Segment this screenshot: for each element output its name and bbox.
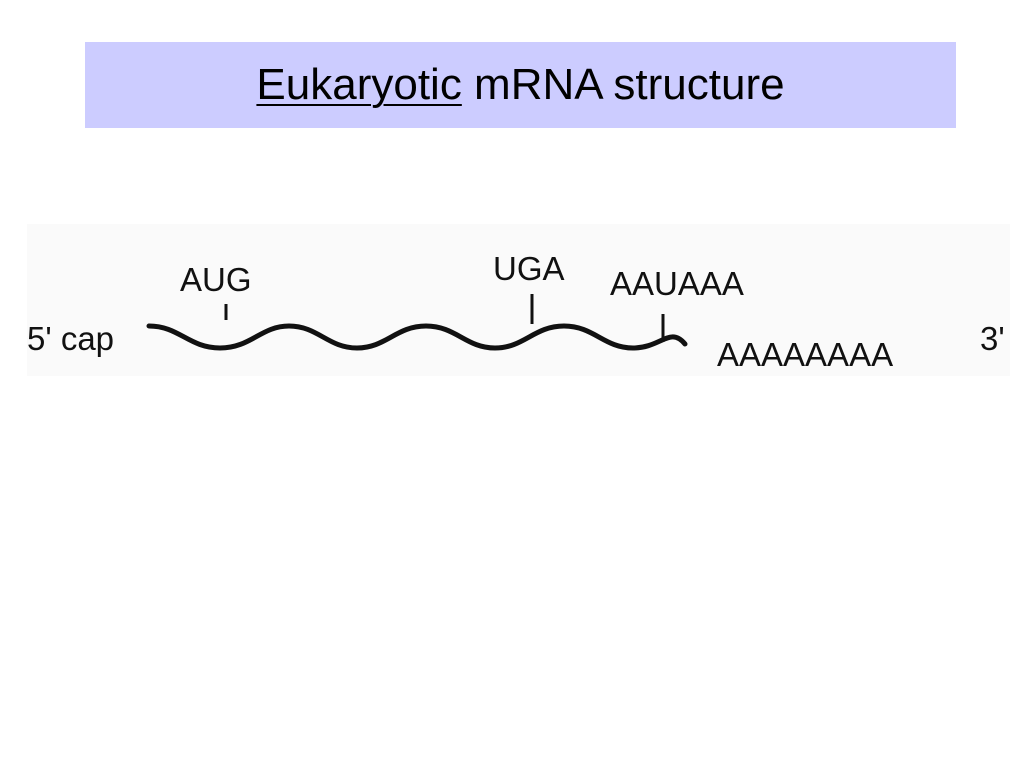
slide-title-rest: mRNA structure xyxy=(461,60,785,109)
slide-title: Eukaryotic mRNA structure xyxy=(256,60,784,110)
figure-panel xyxy=(27,224,1010,376)
title-bar: Eukaryotic mRNA structure xyxy=(85,42,956,128)
poly-a-tail-label: AAAAAAAA xyxy=(717,336,893,373)
slide-title-underlined: Eukaryotic xyxy=(256,60,462,109)
mrna-strand xyxy=(146,323,688,351)
stop-codon-label: UGA xyxy=(493,250,565,287)
start-codon-label: AUG xyxy=(180,261,252,298)
mrna-diagram: 5' cap AUG UGA AAUAAA AAAAAAAA 3' xyxy=(27,250,1005,373)
three-prime-label: 3' xyxy=(980,320,1005,357)
five-prime-cap-label: 5' cap xyxy=(27,320,114,357)
poly-a-signal-label: AAUAAA xyxy=(610,265,744,302)
